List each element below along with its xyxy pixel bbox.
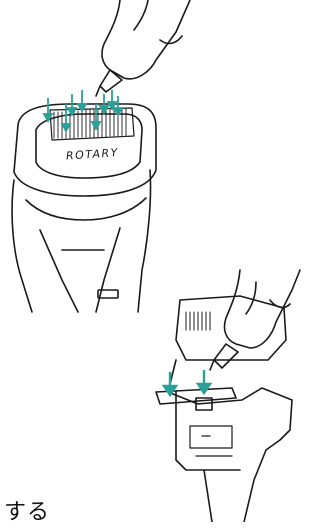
- oil-drop-arrows-bottom: [164, 370, 210, 395]
- bottom-trimmer-illustration: [156, 270, 300, 522]
- hand-outline: [102, 0, 190, 79]
- shaver-body-outline: [12, 170, 150, 312]
- trimmer-detail-lines: [190, 426, 232, 456]
- shaver-grip-lines: [26, 198, 146, 312]
- finger-lines: [134, 0, 182, 43]
- bottom-hand: [224, 270, 300, 348]
- caption-fragment: する: [4, 498, 50, 528]
- bottom-oil-bottle: [210, 344, 238, 370]
- trimmer-body: [168, 360, 292, 522]
- trimmer-comb-teeth: [186, 312, 210, 330]
- brand-label: ROTARY: [66, 146, 120, 163]
